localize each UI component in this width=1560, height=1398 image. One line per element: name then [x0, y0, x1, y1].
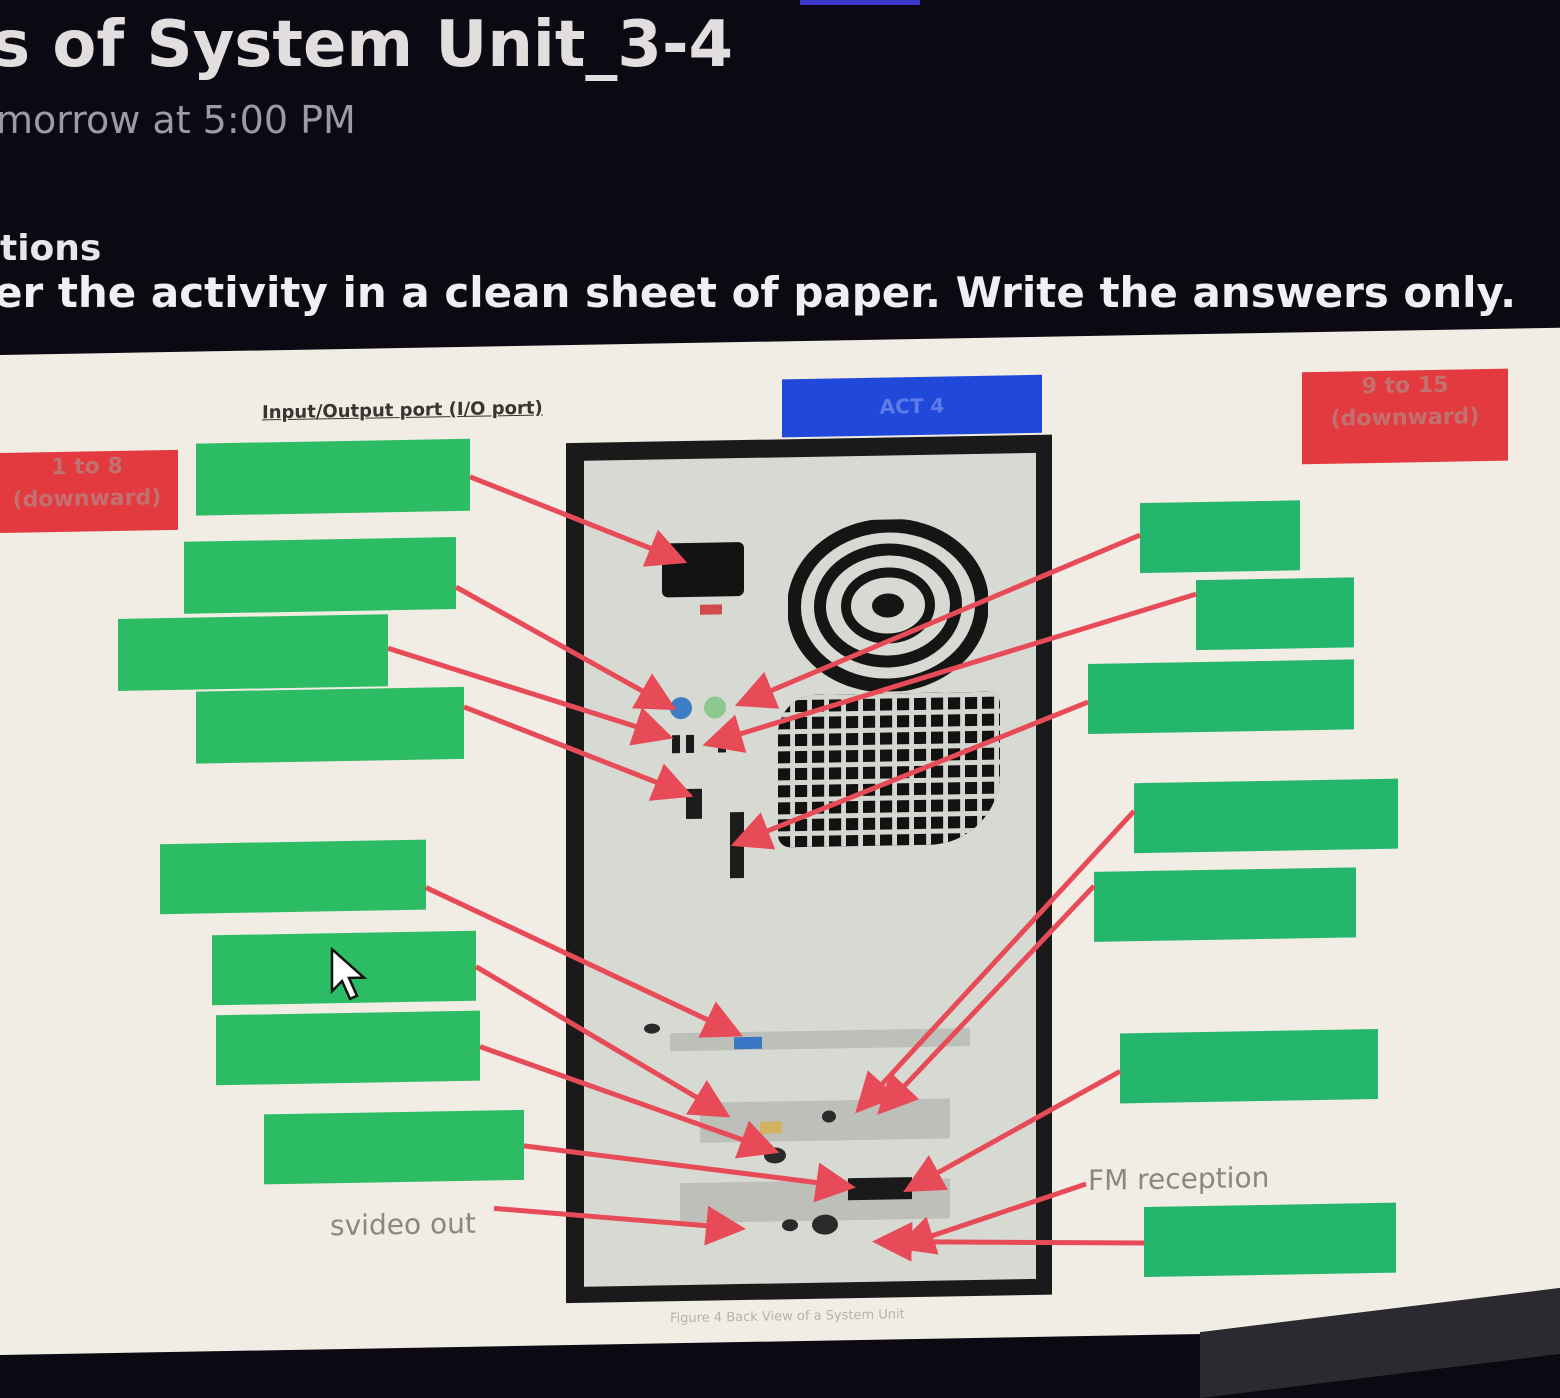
figure-caption: Figure 4 Back View of a System Unit — [670, 1307, 905, 1327]
tv-tuner-port-icon — [848, 1177, 912, 1201]
instructions-text: er the activity in a clean sheet of pape… — [0, 268, 1517, 317]
answer-box-9 — [1140, 500, 1300, 574]
activity-label: ACT 4 — [782, 374, 1042, 438]
assignment-title: s of System Unit_3-4 — [0, 8, 734, 82]
answer-box-10 — [1196, 577, 1354, 651]
worksheet-image: Input/Output port (I/O port) ACT 4 1 to … — [0, 327, 1560, 1355]
answer-box-11 — [1088, 659, 1354, 735]
parallel-port-icon — [760, 1121, 782, 1134]
answer-box-8 — [264, 1109, 524, 1185]
answer-box-13 — [1094, 867, 1356, 942]
answer-box-3 — [118, 614, 388, 691]
usb-port-icon — [672, 735, 680, 754]
usb-port-icon — [686, 734, 694, 754]
usb-port-icon — [718, 734, 726, 753]
answer-box-14 — [1120, 1028, 1378, 1104]
vga-port-icon — [734, 1036, 762, 1050]
answer-box-7 — [216, 1010, 480, 1086]
io-port-heading: Input/Output port (I/O port) — [262, 397, 543, 424]
right-range-line2: (downward) — [1330, 404, 1480, 432]
answer-box-5 — [160, 839, 426, 915]
fan-icon — [788, 518, 988, 693]
audio-port-icon — [686, 788, 702, 820]
due-date: morrow at 5:00 PM — [0, 98, 356, 142]
serial-port-icon — [730, 812, 744, 879]
top-accent-bar — [800, 0, 920, 5]
vent-grill-icon — [778, 691, 1000, 848]
instructions-heading: tions — [0, 228, 102, 269]
left-range-line1: 1 to 8 — [51, 453, 123, 481]
answer-box-12 — [1134, 778, 1398, 854]
answer-box-1 — [196, 438, 470, 516]
right-range-label: 9 to 15 (downward) — [1302, 368, 1508, 465]
answer-box-15 — [1144, 1202, 1396, 1278]
assignment-header: s of System Unit_3-4 morrow at 5:00 PM t… — [0, 0, 1560, 360]
answer-box-2 — [184, 537, 456, 614]
mouse-pointer-icon — [330, 946, 368, 1001]
fm-reception-label: FM reception — [1088, 1160, 1270, 1198]
svideo-out-label: svideo out — [330, 1206, 476, 1243]
answer-box-4 — [196, 686, 464, 764]
voltage-switch-icon — [700, 604, 722, 615]
left-range-line2: (downward) — [12, 485, 162, 513]
left-range-label: 1 to 8 (downward) — [0, 449, 178, 534]
right-range-line1: 9 to 15 — [1361, 372, 1449, 400]
power-socket-icon — [662, 542, 744, 598]
